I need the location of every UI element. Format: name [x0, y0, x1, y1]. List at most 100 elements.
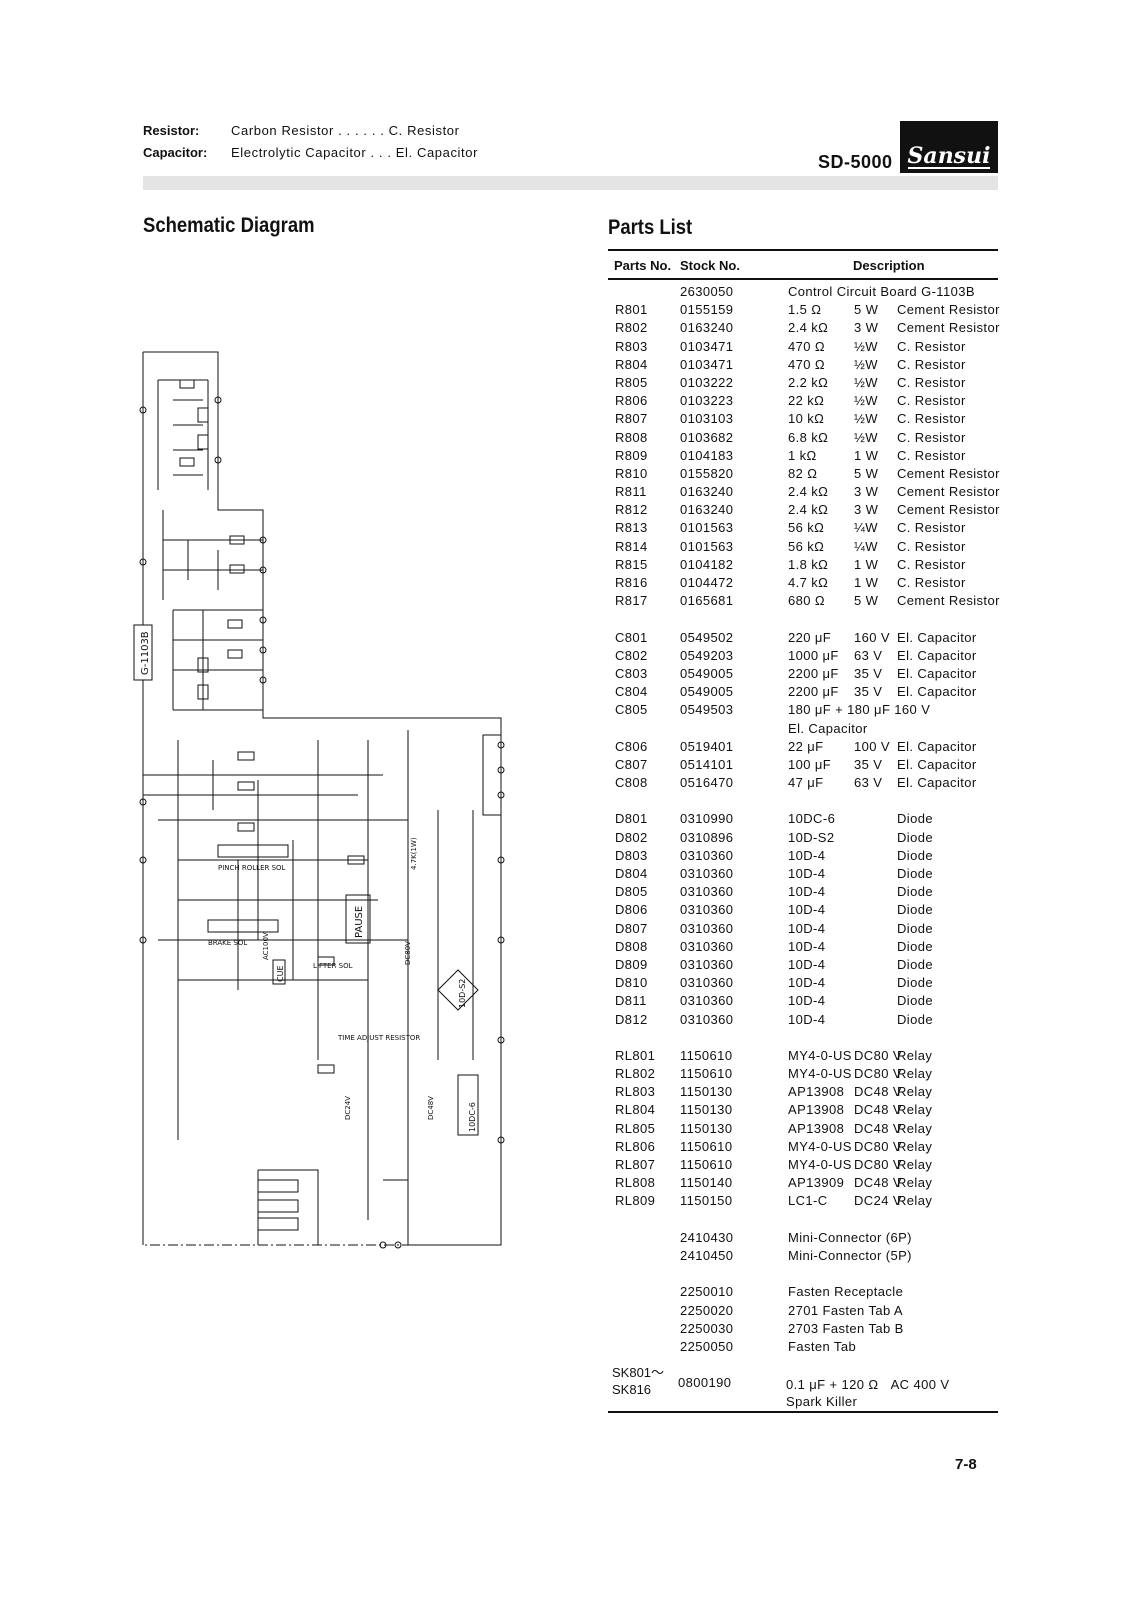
resistor-4k7-label: 4.7K(1W) — [410, 837, 418, 870]
description: Diode — [897, 847, 933, 863]
stock-number: 0103223 — [680, 393, 734, 409]
pinch-roller-label: PINCH ROLLER SOL — [218, 864, 286, 872]
description: El. Capacitor — [897, 629, 977, 645]
description: Relay — [897, 1066, 933, 1082]
description: Diode — [897, 1011, 933, 1027]
relay-block-middle — [139, 510, 267, 600]
description: Cement Resistor — [897, 320, 1000, 336]
value: 2.4 kΩ — [788, 320, 829, 336]
part-number: R817 — [615, 593, 648, 609]
value: 47 μF — [788, 775, 824, 791]
rating: ¼W — [854, 520, 878, 536]
sk-no-line2: SK816 — [612, 1382, 652, 1397]
rating: DC48 V — [854, 1084, 902, 1100]
bridge-label: 10D-S2 — [458, 979, 467, 1008]
rating: ½W — [854, 429, 878, 445]
description: C. Resistor — [897, 575, 966, 590]
part-number: R815 — [615, 556, 648, 572]
value: AP13908 — [788, 1102, 845, 1118]
part-number: R812 — [615, 502, 648, 518]
stock-number: 0103471 — [680, 356, 734, 372]
description: Diode — [897, 920, 933, 936]
description: Diode — [897, 993, 933, 1009]
stock-number: 1150140 — [680, 1175, 733, 1191]
stock-number: 0310360 — [680, 938, 734, 954]
description: Diode — [897, 811, 933, 827]
stock-number: 0310360 — [680, 920, 734, 936]
stock-number: 1150610 — [680, 1157, 733, 1172]
description: Fasten Receptacle — [788, 1284, 904, 1300]
brake-sol-label: BRAKE SOL — [208, 939, 247, 947]
header-band — [143, 176, 998, 190]
description: 180 μF + 180 μF 160 V — [788, 702, 931, 718]
resistor-symbol — [197, 434, 209, 450]
header-stock-no: Stock No. — [680, 258, 740, 273]
abbreviation-legend: Resistor: Carbon Resistor . . . . . . C.… — [143, 120, 478, 164]
stock-number: 0549005 — [680, 665, 734, 681]
description: C. Resistor — [897, 338, 966, 354]
rating: 100 V — [854, 738, 890, 754]
value: 10D-4 — [788, 866, 826, 881]
part-number: D811 — [615, 993, 647, 1009]
description: Relay — [897, 1102, 933, 1118]
part-number: RL801 — [615, 1047, 656, 1063]
description: 2703 Fasten Tab B — [788, 1320, 904, 1336]
ac100v-label: AC100V — [262, 932, 270, 960]
value: 470 Ω — [788, 338, 826, 354]
value: 56 kΩ — [788, 520, 825, 536]
value: 1.5 Ω — [788, 302, 822, 318]
group-gap — [608, 1030, 1000, 1048]
description: C. Resistor — [897, 538, 966, 554]
rating: 63 V — [854, 647, 883, 663]
wire — [143, 351, 502, 1246]
rating: DC48 V — [854, 1175, 902, 1191]
rating: 35 V — [854, 756, 883, 772]
stock-number: 0519401 — [680, 738, 734, 754]
sk-stock: 0800190 — [678, 1375, 732, 1390]
model-number: SD-5000 — [818, 152, 893, 172]
stock-number: 0310360 — [680, 1011, 734, 1027]
resistor-symbol — [197, 407, 209, 423]
part-number: R814 — [615, 538, 648, 554]
stock-number: 0103471 — [680, 338, 734, 354]
description: Diode — [897, 884, 933, 900]
part-number: R801 — [615, 302, 648, 318]
rating: 3 W — [854, 484, 879, 500]
group-gap — [608, 1266, 1000, 1284]
value: 2200 μF — [788, 684, 839, 700]
stock-number: 0310360 — [680, 902, 734, 918]
stock-number: 1150610 — [680, 1047, 733, 1063]
part-number: C805 — [615, 702, 648, 718]
part-number: D805 — [615, 884, 648, 900]
description: 2701 Fasten Tab A — [788, 1302, 903, 1318]
part-number: C801 — [615, 629, 648, 645]
sk-no-line1: SK801～ — [612, 1365, 665, 1380]
description: Diode — [897, 938, 933, 954]
stock-number: 0549502 — [680, 629, 734, 645]
rating: 5 W — [854, 593, 879, 609]
part-number: C803 — [615, 665, 648, 681]
legend-value: Electrolytic Capacitor . . . El. Capacit… — [231, 145, 478, 160]
stock-number: 0310360 — [680, 956, 734, 972]
stock-number: 1150130 — [680, 1084, 733, 1100]
part-number: C807 — [615, 756, 648, 772]
value: LC1-C — [788, 1193, 828, 1209]
description: Diode — [897, 829, 933, 845]
description: El. Capacitor — [897, 738, 977, 754]
